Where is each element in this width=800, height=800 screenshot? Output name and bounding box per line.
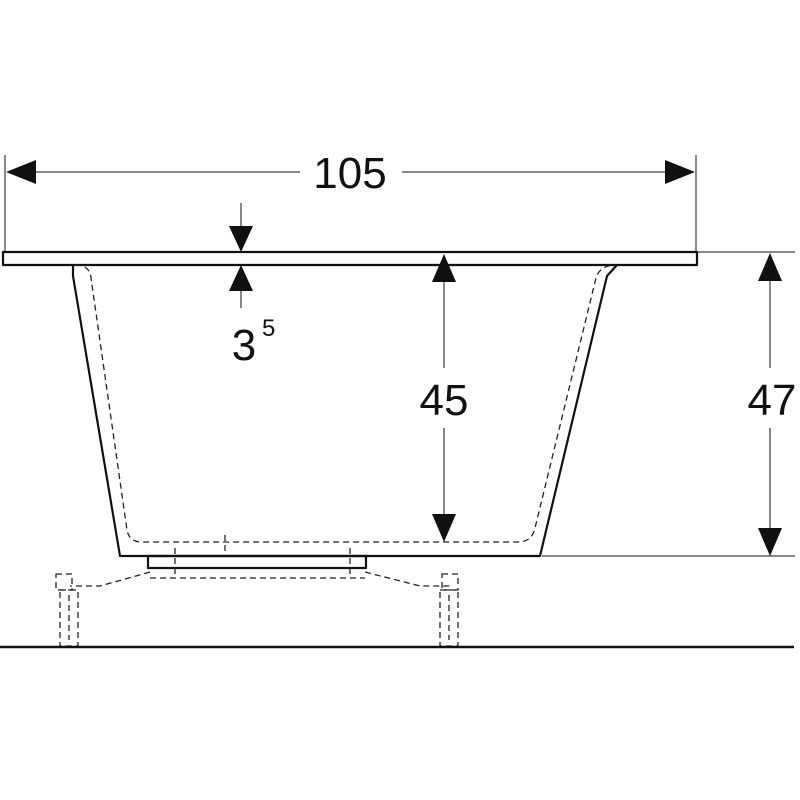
tub-rim (1, 250, 699, 267)
overall-height-dimension: 47 (542, 251, 797, 557)
rim-thickness-superscript: 5 (262, 315, 275, 342)
support-frame (55, 548, 459, 647)
width-dimension: 105 (4, 149, 697, 252)
depth-arrow-bottom (432, 514, 456, 542)
tub-outer-shell (71, 264, 618, 558)
width-arrow-right (665, 160, 695, 184)
height-arrow-bottom (758, 528, 782, 556)
rim-thickness-dimension: 3 5 (229, 203, 275, 370)
bathtub-body (1, 250, 699, 558)
rim-arrow-bottom (229, 265, 253, 291)
rim-thickness-label: 3 (232, 321, 256, 370)
width-label: 105 (313, 149, 386, 198)
width-arrow-left (6, 160, 36, 184)
inner-depth-label: 45 (420, 376, 469, 425)
frame-right-head (441, 573, 459, 591)
inner-depth-dimension: 45 (420, 254, 469, 542)
tub-inner-surface (74, 264, 617, 543)
depth-arrow-top (432, 254, 456, 282)
rim-arrow-top (229, 226, 253, 252)
frame-left-arm (70, 571, 151, 587)
height-arrow-top (758, 253, 782, 281)
overall-height-label: 47 (748, 376, 797, 425)
frame-right-arm (364, 571, 452, 587)
base-plate (146, 554, 368, 570)
frame-left-head (55, 573, 73, 591)
